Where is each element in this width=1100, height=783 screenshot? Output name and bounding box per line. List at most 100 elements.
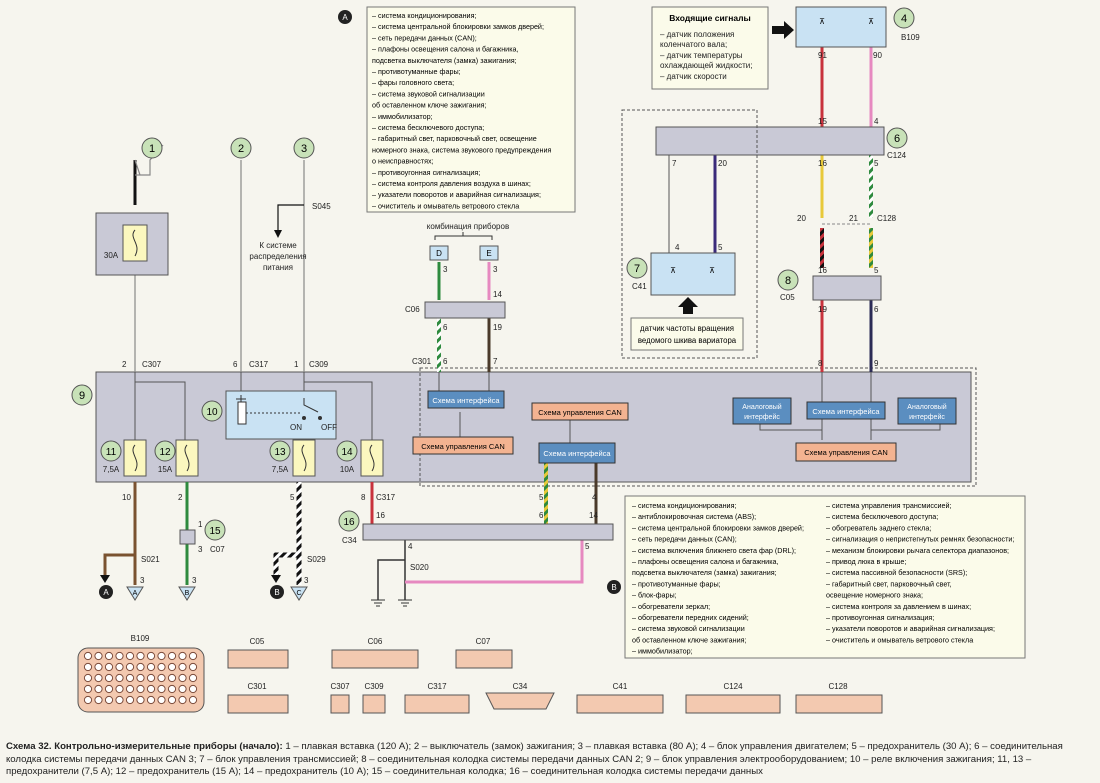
svg-text:охлаждающей жидкости;: охлаждающей жидкости; bbox=[660, 61, 752, 70]
svg-text:C301: C301 bbox=[247, 682, 267, 691]
terminal-e bbox=[479, 245, 499, 261]
svg-text:2: 2 bbox=[178, 493, 183, 502]
b109-pin bbox=[178, 684, 187, 694]
svg-text:интерфейс: интерфейс bbox=[744, 413, 780, 421]
svg-text:10: 10 bbox=[206, 407, 218, 418]
svg-text:6: 6 bbox=[443, 357, 448, 366]
connector-c07 bbox=[179, 529, 196, 545]
note-b-right-item: – привод люка в крыше; bbox=[826, 557, 906, 566]
svg-text:5: 5 bbox=[290, 493, 295, 502]
terminal-c: C bbox=[290, 586, 308, 601]
c06-label: C06 bbox=[405, 305, 420, 314]
svg-text:ведомого шкива вариатора: ведомого шкива вариатора bbox=[638, 336, 737, 345]
b109-pin bbox=[104, 662, 114, 672]
s021-label: S021 bbox=[141, 555, 160, 564]
c307-label: C307 bbox=[142, 360, 162, 369]
terminal-b: B bbox=[178, 586, 196, 601]
can-ctrl-block-2: Схема управления CAN bbox=[531, 402, 629, 421]
b109-pin bbox=[178, 673, 187, 683]
b109-pin bbox=[178, 695, 187, 705]
note-b-left-item: – иммобилизатор; bbox=[632, 647, 693, 656]
fuse-13: 7,5A bbox=[272, 439, 316, 477]
b109-pin bbox=[157, 684, 166, 694]
svg-text:C34: C34 bbox=[513, 682, 528, 691]
svg-text:6: 6 bbox=[233, 360, 238, 369]
s029-label: S029 bbox=[307, 555, 326, 564]
b109-pin bbox=[167, 684, 177, 694]
b109-pin bbox=[178, 662, 187, 672]
b109-pin bbox=[83, 695, 93, 705]
b109-pin bbox=[104, 651, 114, 661]
iface-block-2: Схема интерфейса bbox=[538, 442, 616, 464]
svg-text:14: 14 bbox=[589, 511, 598, 520]
svg-text:10A: 10A bbox=[340, 465, 355, 474]
svg-text:– датчик скорости: – датчик скорости bbox=[660, 72, 727, 81]
cluster-label: комбинация приборов bbox=[427, 222, 509, 231]
svg-text:91: 91 bbox=[818, 51, 827, 60]
note-a: A – система кондиционирования;– система … bbox=[338, 6, 576, 213]
b109-pin bbox=[125, 673, 135, 683]
svg-text:16: 16 bbox=[343, 517, 355, 528]
b109-pin bbox=[94, 651, 103, 661]
b109-pin bbox=[157, 662, 166, 672]
note-b-right-item: – обогреватель заднего стекла; bbox=[826, 523, 931, 532]
svg-text:Схема интерфейса: Схема интерфейса bbox=[432, 396, 500, 405]
b109-pin bbox=[94, 684, 103, 694]
callout-6: 6 bbox=[886, 127, 908, 149]
b109-pin bbox=[157, 651, 166, 661]
svg-text:⊼: ⊼ bbox=[709, 266, 715, 275]
note-b-left-item: – система кондиционирования; bbox=[632, 501, 736, 510]
b109-pin bbox=[104, 673, 114, 683]
b109-pin bbox=[188, 662, 198, 672]
note-a-item: – сеть передачи данных (CAN); bbox=[372, 33, 477, 42]
b109-pin bbox=[167, 651, 177, 661]
b109-pin bbox=[104, 695, 114, 705]
svg-text:C07: C07 bbox=[476, 637, 491, 646]
svg-text:⊼: ⊼ bbox=[670, 266, 676, 275]
b109-pin bbox=[94, 673, 103, 683]
c317-label-bottom: C317 bbox=[376, 493, 396, 502]
svg-text:3: 3 bbox=[192, 576, 197, 585]
b109-pin bbox=[188, 695, 198, 705]
note-b-right-item: – система управления трансмиссией; bbox=[826, 501, 952, 510]
svg-text:C05: C05 bbox=[250, 637, 265, 646]
ground-1 bbox=[371, 599, 385, 607]
svg-text:A: A bbox=[133, 590, 138, 597]
svg-text:3: 3 bbox=[443, 265, 448, 274]
svg-text:A: A bbox=[103, 588, 109, 597]
b109-pin bbox=[188, 673, 198, 683]
note-b-right-item: – система бесключевого доступа; bbox=[826, 512, 938, 521]
svg-text:15: 15 bbox=[209, 526, 221, 537]
b109-pin bbox=[125, 695, 135, 705]
caption: Схема 32. Контрольно-измерительные прибо… bbox=[6, 741, 1094, 779]
svg-text:8: 8 bbox=[361, 493, 366, 502]
svg-text:– датчик температуры: – датчик температуры bbox=[660, 51, 743, 60]
power-system-line-3: питания bbox=[263, 263, 293, 272]
note-b-right-item: – габаритный свет, парковочный свет, bbox=[826, 579, 952, 588]
note-b-left-item: – обогреватели передних сидений; bbox=[632, 613, 749, 622]
connector-c06 bbox=[424, 301, 506, 319]
svg-text:коленчатого вала;: коленчатого вала; bbox=[660, 40, 727, 49]
svg-text:– датчик положения: – датчик положения bbox=[660, 30, 734, 39]
svg-text:14: 14 bbox=[493, 290, 502, 299]
svg-text:4: 4 bbox=[592, 493, 597, 502]
note-a-item: номерного знака, система звукового преду… bbox=[372, 145, 551, 154]
note-b-left-item: подсветка выключателя (замка) зажигания; bbox=[632, 568, 777, 577]
b109-pin bbox=[125, 651, 135, 661]
c07-label: C07 bbox=[210, 545, 225, 554]
caption-title: Схема 32. Контрольно-измерительные прибо… bbox=[6, 741, 283, 752]
svg-text:1: 1 bbox=[149, 143, 155, 155]
svg-text:16: 16 bbox=[376, 511, 385, 520]
note-b-left-item: – система центральной блокировки замков … bbox=[632, 523, 804, 532]
b109-pin bbox=[104, 684, 114, 694]
svg-text:15: 15 bbox=[818, 117, 827, 126]
svg-text:Схема управления CAN: Схема управления CAN bbox=[538, 408, 622, 417]
note-a-item: – габаритный свет, парковочный свет, осв… bbox=[372, 134, 537, 143]
svg-text:C128: C128 bbox=[828, 682, 848, 691]
s020-label: S020 bbox=[410, 563, 429, 572]
b109-pin bbox=[83, 662, 93, 672]
note-b-left-item: – сеть передачи данных (CAN); bbox=[632, 535, 737, 544]
svg-text:OFF: OFF bbox=[321, 423, 337, 432]
note-b-right-item: – противоугонная сигнализация; bbox=[826, 613, 934, 622]
